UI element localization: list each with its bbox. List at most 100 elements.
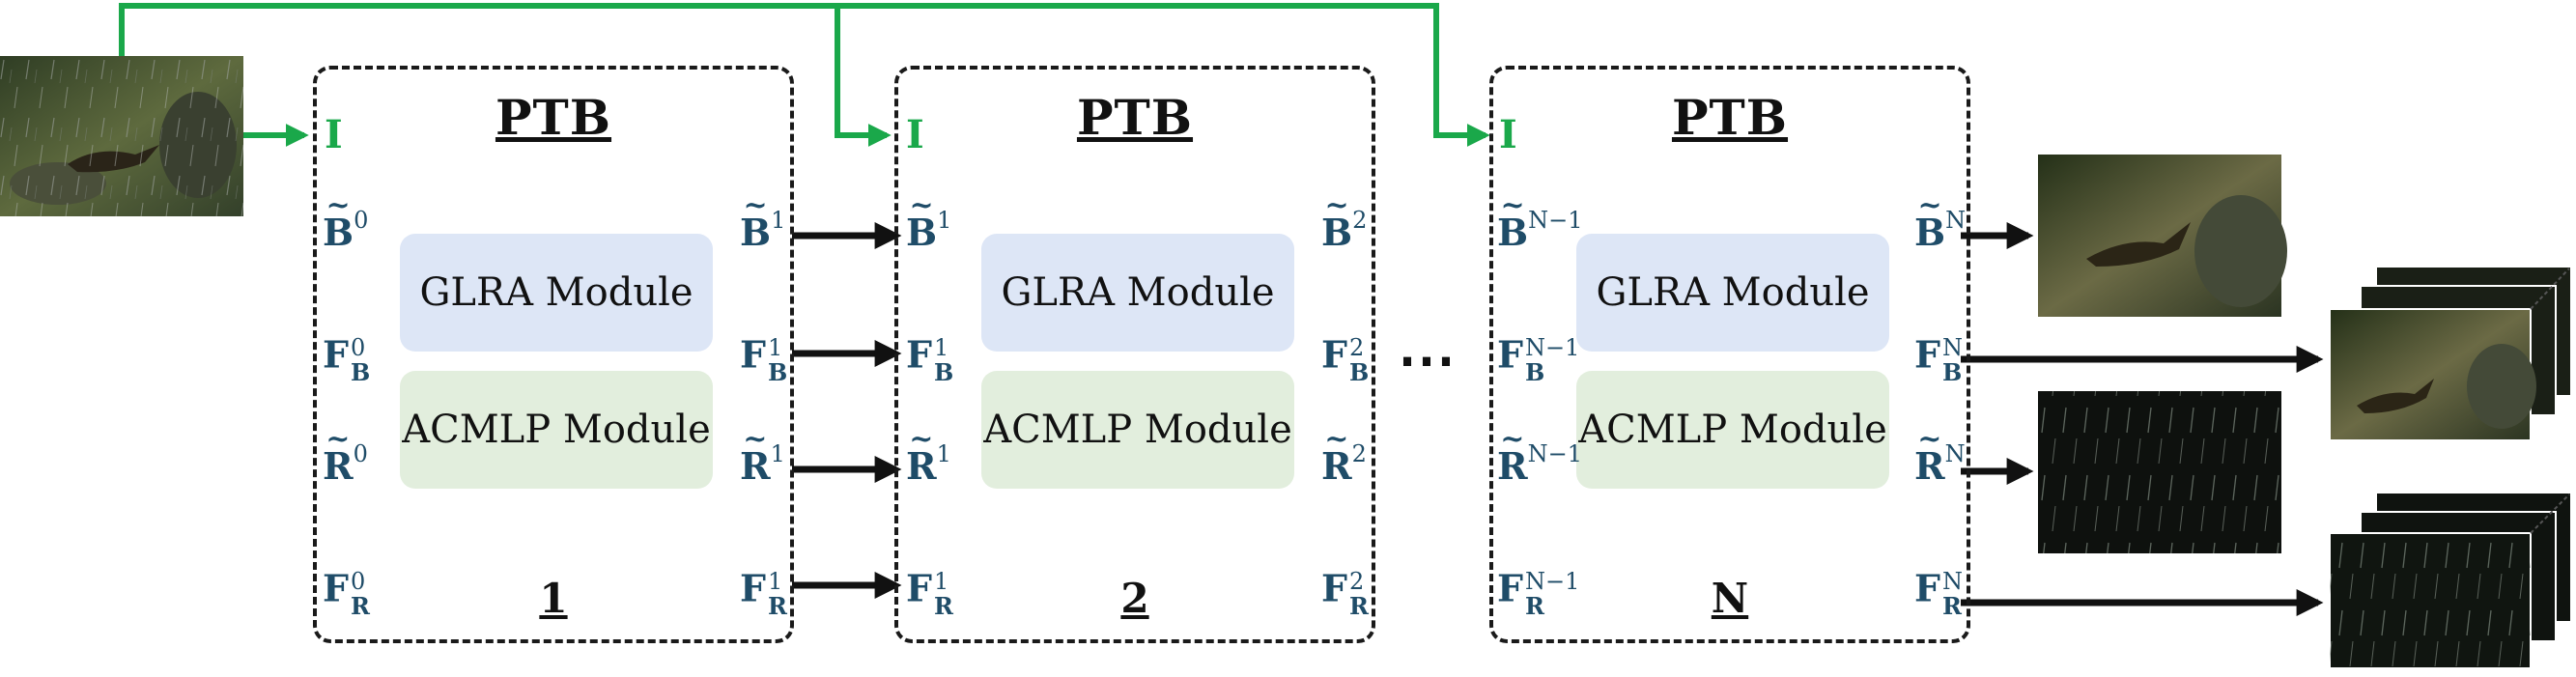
port-superscript: N: [1941, 568, 1963, 595]
port-superscript: 1: [771, 207, 786, 235]
port-superscript: 1: [933, 568, 949, 595]
block-title: PTB: [1671, 89, 1789, 146]
ptb-block-2: PTB GLRA Module ACMLP Module 2: [894, 66, 1375, 643]
port-label: BN: [1914, 191, 1966, 251]
input-label-2: I: [906, 112, 924, 157]
port-label: BN−1: [1497, 191, 1583, 251]
port-superscript: 1: [767, 334, 783, 361]
port-superscript: 2: [1348, 334, 1365, 361]
port-symbol: R: [740, 425, 771, 485]
port-symbol: B: [1497, 191, 1528, 251]
block-index: 1: [539, 575, 568, 622]
port-superscript: 2: [1351, 440, 1367, 468]
port-label: B0: [323, 191, 368, 251]
port-subscript: B: [767, 358, 788, 387]
port-subscript: R: [767, 592, 787, 621]
port-superscript: N: [1945, 207, 1967, 235]
port-subscript: B: [350, 358, 371, 387]
port-superscript: N−1: [1527, 440, 1582, 468]
port-superscript: 0: [354, 207, 369, 235]
acmlp-module: ACMLP Module: [400, 371, 713, 489]
port-symbol: F: [1321, 332, 1347, 377]
port-symbol: F: [1497, 332, 1523, 377]
port-symbol: B: [1321, 191, 1352, 251]
port-symbol: F: [1497, 566, 1523, 610]
port-symbol: B: [323, 191, 354, 251]
port-symbol: R: [1497, 425, 1528, 485]
port-subscript: B: [1348, 358, 1370, 387]
port-superscript: N−1: [1528, 207, 1583, 235]
port-symbol: F: [740, 566, 766, 610]
port-subscript: B: [1941, 358, 1963, 387]
port-subscript: R: [1941, 592, 1962, 621]
port-subscript: R: [1524, 592, 1544, 621]
port-superscript: 1: [767, 568, 783, 595]
glra-module: GLRA Module: [400, 234, 713, 352]
port-label: R0: [323, 425, 368, 485]
background-feature-stack: [2329, 266, 2572, 441]
rain-feature-stack: [2329, 492, 2572, 669]
port-subscript: R: [350, 592, 370, 621]
port-superscript: 1: [770, 440, 785, 468]
block-title: PTB: [1076, 89, 1194, 146]
port-label: B2: [1321, 191, 1367, 251]
port-label: B1: [740, 191, 785, 251]
port-symbol: R: [1914, 425, 1945, 485]
port-symbol: F: [323, 566, 349, 610]
block-index: 2: [1120, 575, 1149, 622]
port-superscript: N: [1944, 440, 1966, 468]
input-routing-lines: [119, 3, 1490, 147]
ptb-block-1: PTB GLRA Module ACMLP Module 1: [313, 66, 794, 643]
port-symbol: F: [906, 566, 932, 610]
port-symbol: F: [1914, 566, 1940, 610]
port-subscript: R: [933, 592, 953, 621]
port-label: RN−1: [1497, 425, 1582, 485]
port-symbol: R: [1321, 425, 1352, 485]
port-symbol: B: [740, 191, 771, 251]
port-symbol: B: [906, 191, 937, 251]
port-superscript: 1: [937, 207, 952, 235]
input-rainy-image: [0, 56, 243, 216]
port-label: RN: [1914, 425, 1966, 485]
port-subscript: B: [1524, 358, 1545, 387]
port-superscript: N: [1941, 334, 1963, 361]
acmlp-module: ACMLP Module: [981, 371, 1294, 489]
port-subscript: R: [1348, 592, 1369, 621]
feature-arrows: [792, 222, 2324, 616]
ptb-block-n: PTB GLRA Module ACMLP Module N: [1489, 66, 1970, 643]
acmlp-module: ACMLP Module: [1576, 371, 1889, 489]
output-background-image: [2038, 155, 2287, 317]
port-superscript: 2: [1352, 207, 1368, 235]
port-symbol: R: [906, 425, 937, 485]
input-label-n: I: [1499, 112, 1517, 157]
port-superscript: 1: [936, 440, 951, 468]
port-symbol: B: [1914, 191, 1945, 251]
port-label: R1: [906, 425, 951, 485]
port-symbol: F: [1321, 566, 1347, 610]
port-symbol: F: [323, 332, 349, 377]
port-symbol: F: [906, 332, 932, 377]
port-label: R1: [740, 425, 785, 485]
